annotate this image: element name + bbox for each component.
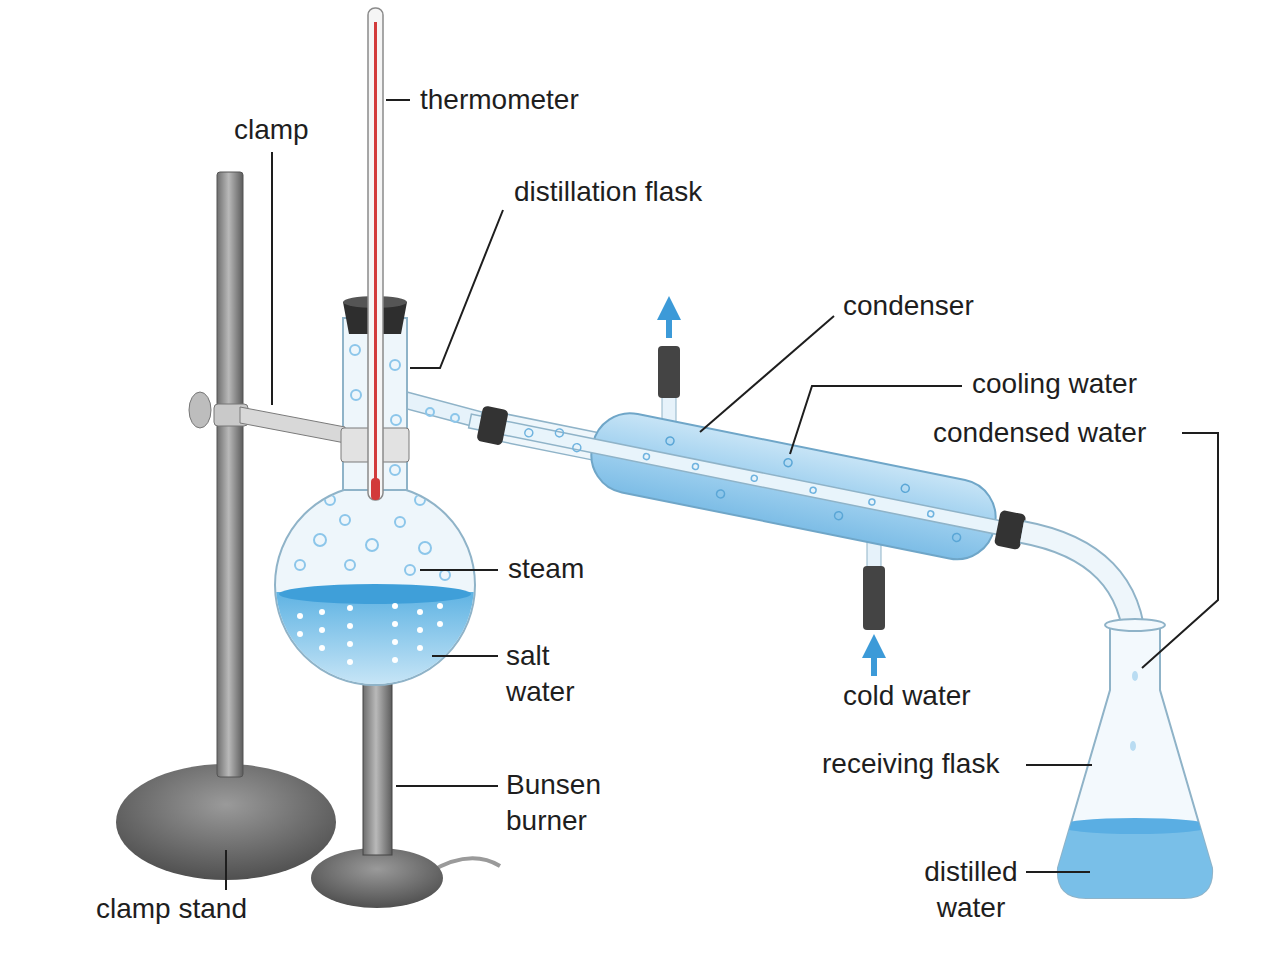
part-label: salt water	[506, 638, 598, 710]
part-label: Bunsen burner	[506, 767, 618, 839]
part-label: thermometer	[420, 82, 579, 118]
part-label: cooling water	[972, 366, 1137, 402]
part-label: clamp stand	[96, 891, 247, 927]
condenser	[462, 308, 1135, 676]
part-label: distilled water	[906, 854, 1036, 926]
part-label: condenser	[843, 288, 974, 324]
part-label: steam	[508, 551, 584, 587]
part-label: cold water	[843, 678, 971, 714]
thermometer	[368, 8, 383, 500]
part-label: receiving flask	[822, 746, 999, 782]
part-label: clamp	[234, 112, 309, 148]
leader-lines	[226, 100, 1218, 890]
part-label: condensed water	[933, 415, 1146, 451]
part-label: distillation flask	[514, 174, 702, 210]
receiving-flask	[1040, 619, 1240, 906]
